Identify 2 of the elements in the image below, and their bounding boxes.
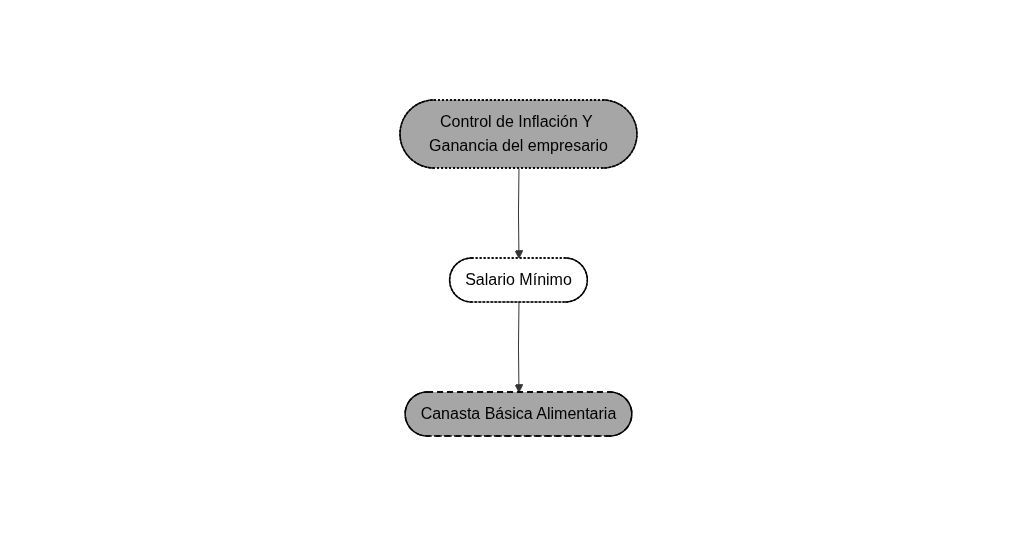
arrow <box>514 301 523 393</box>
arrow <box>514 167 523 259</box>
